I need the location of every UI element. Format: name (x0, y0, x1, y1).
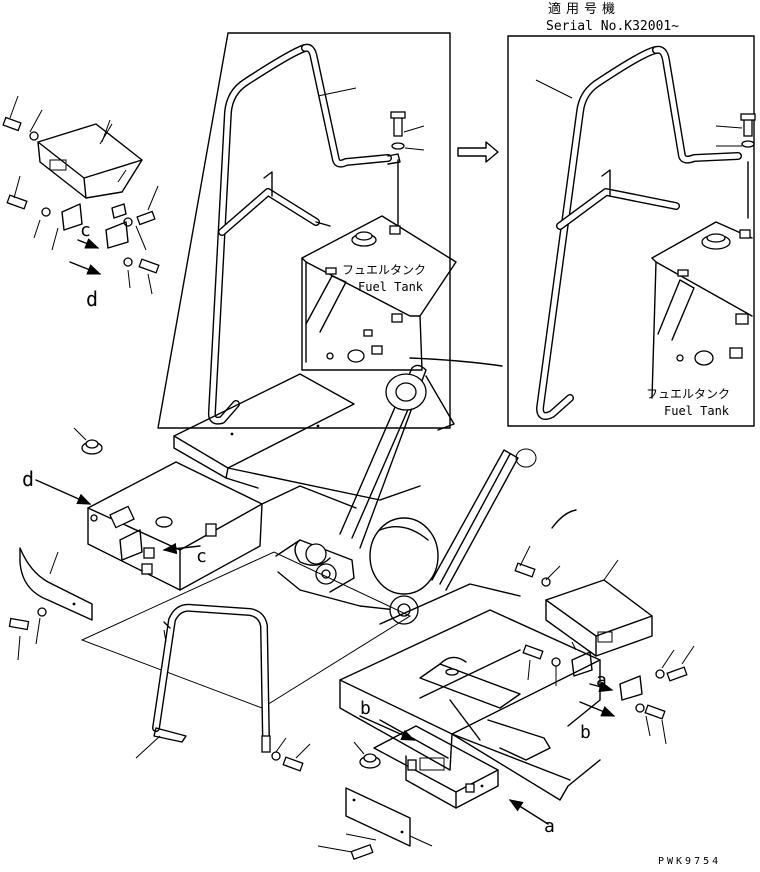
callout-a-right: a (596, 670, 607, 691)
upper-left-cover (2, 95, 160, 295)
detail-frame-current: フュエルタンク Fuel Tank (157, 32, 503, 429)
serial-note-line2: Serial No.K32001~ (546, 19, 679, 34)
tank-bolt (390, 111, 425, 151)
callout-a-lower: a (544, 816, 555, 837)
detail-frame-new: フュエルタンク Fuel Tank (507, 35, 756, 427)
callout-c-upper: c (80, 220, 91, 241)
right-cover-assembly (514, 545, 695, 745)
left-lower-parts (8, 427, 412, 772)
fuel-tank-label-jp: フュエルタンク (342, 263, 426, 277)
serial-note-line1: 適用号機 (548, 1, 620, 17)
fuel-tank-current (301, 215, 503, 371)
callout-c-lower: c (196, 546, 207, 567)
fuel-tank-new (651, 221, 753, 399)
fuel-tank-label-en-new: Fuel Tank (664, 404, 730, 418)
main-frame (87, 364, 537, 625)
callout-b-right: b (580, 722, 591, 743)
handrail-pipe-new (535, 45, 749, 420)
callout-d-lower: d (22, 467, 34, 491)
change-arrow (457, 141, 499, 163)
serial-note: 適用号機 Serial No.K32001~ (546, 1, 679, 34)
callout-b-lower: b (360, 698, 371, 719)
tank-bolt-new (715, 113, 756, 148)
fuel-tank-label-jp-new: フュエルタンク (646, 387, 730, 401)
drawing-code: PWK9754 (658, 856, 721, 867)
callout-d-upper: d (86, 287, 98, 311)
right-lower-frame (317, 509, 601, 861)
fuel-tank-label-en: Fuel Tank (358, 280, 424, 294)
handrail-pipe (207, 43, 401, 425)
